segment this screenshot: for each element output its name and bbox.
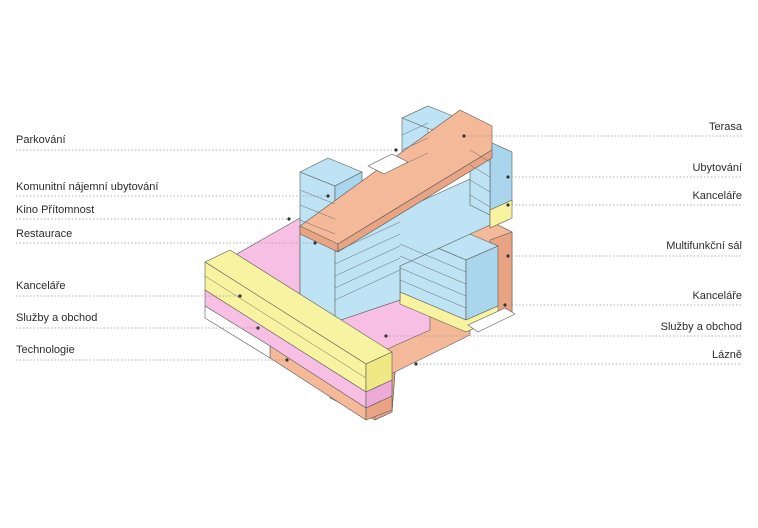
label-ubytovani: Ubytování bbox=[692, 162, 742, 174]
labels-right: Terasa Ubytování Kanceláře Multifunkční … bbox=[384, 121, 743, 366]
label-kancelare-left: Kanceláře bbox=[16, 280, 66, 292]
floor-lines bbox=[299, 122, 491, 309]
parkovani-base bbox=[204, 305, 271, 359]
label-kancelare-right-2: Kanceláře bbox=[692, 290, 742, 302]
building-massing bbox=[204, 105, 516, 421]
label-sluzby-left: Služby a obchod bbox=[16, 312, 97, 324]
label-kino: Kino Přítomnost bbox=[16, 204, 94, 216]
label-parkovani: Parkování bbox=[16, 134, 66, 146]
label-terasa: Terasa bbox=[709, 121, 743, 133]
label-lazne: Lázně bbox=[712, 349, 742, 361]
kancelare-right-1-volume bbox=[489, 199, 513, 229]
label-komunitni: Komunitní nájemní ubytování bbox=[16, 181, 158, 193]
terasa-roof-face bbox=[337, 149, 493, 253]
label-sluzby-right: Služby a obchod bbox=[661, 321, 742, 333]
white-box bbox=[467, 307, 516, 333]
label-multifunkcni: Multifunkční sál bbox=[666, 240, 742, 252]
labels-left: Parkování Komunitní nájemní ubytování Ki… bbox=[16, 134, 398, 362]
label-technologie: Technologie bbox=[16, 344, 75, 356]
label-restaurace: Restaurace bbox=[16, 228, 72, 240]
label-kancelare-right-1: Kanceláře bbox=[692, 190, 742, 202]
technologie-side bbox=[365, 395, 393, 421]
